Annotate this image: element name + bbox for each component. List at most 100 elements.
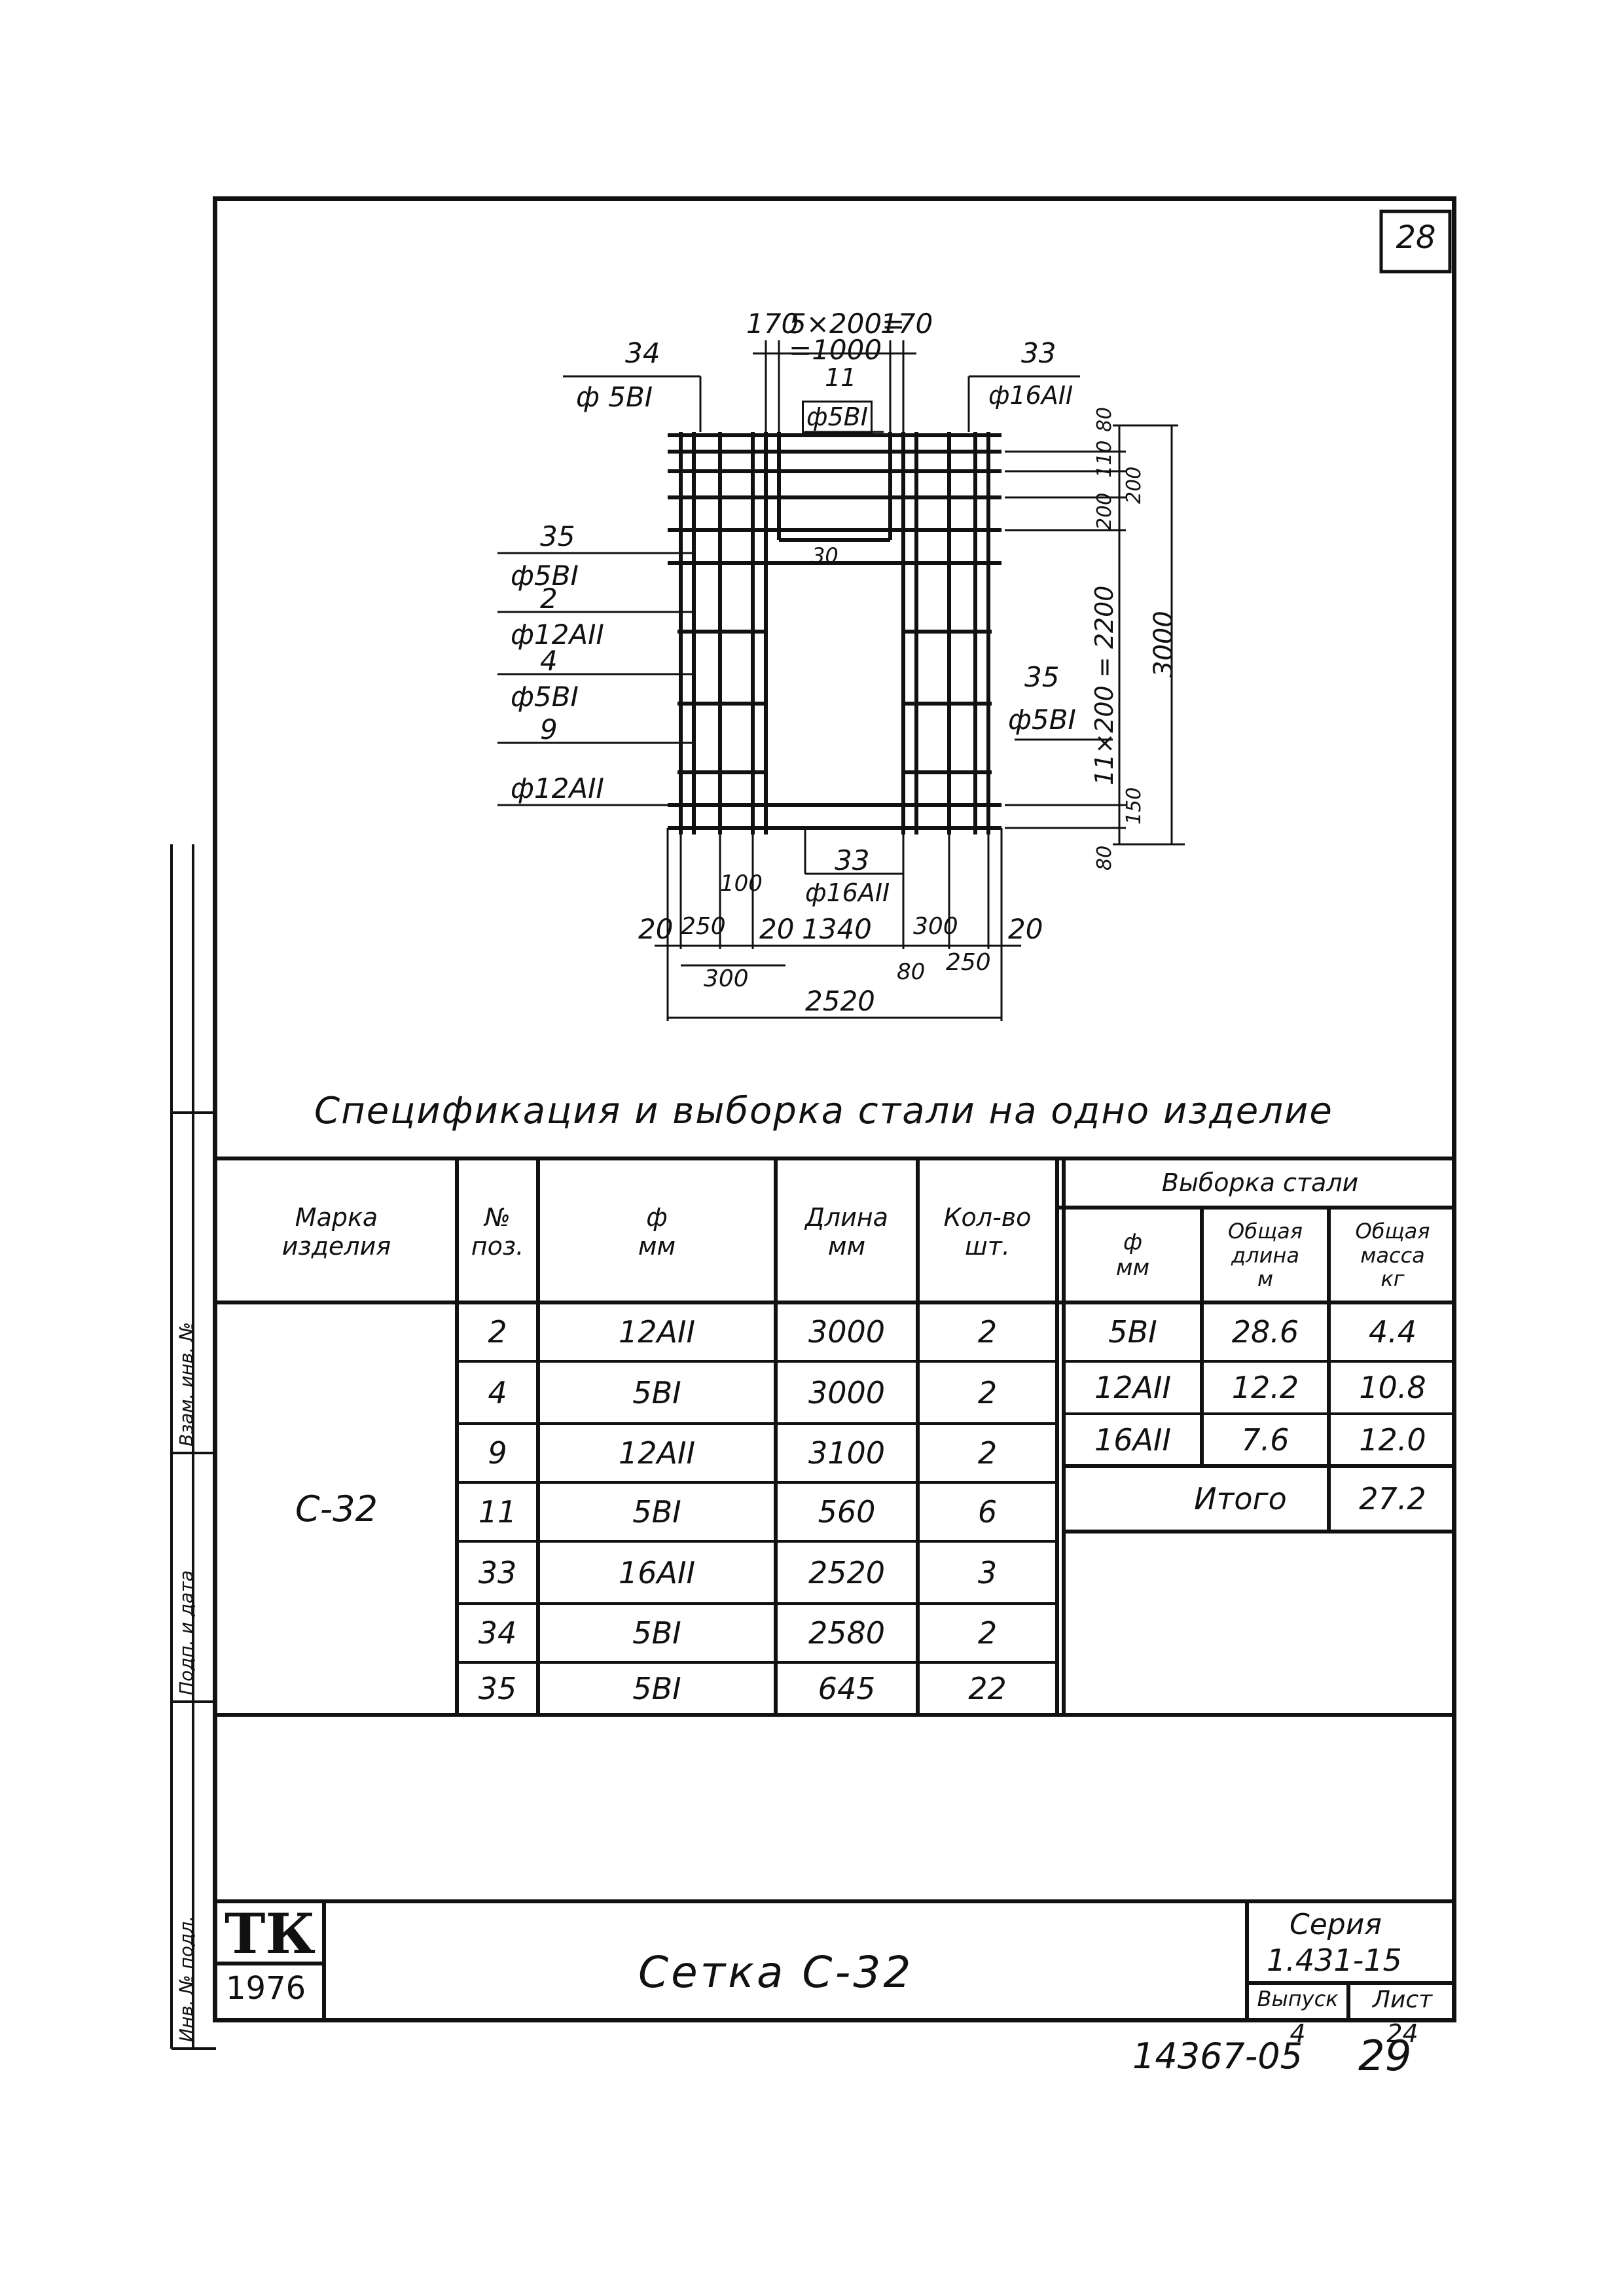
- row-dia: 5ВI: [632, 1615, 681, 1651]
- row-qty: 2: [977, 1615, 998, 1651]
- dim-right-200b: 200: [1123, 466, 1146, 504]
- sel-dia: 12АII: [1094, 1370, 1172, 1405]
- sel-mass: 12.0: [1359, 1422, 1426, 1458]
- header-pos: № поз.: [471, 1202, 524, 1261]
- row-length: 560: [818, 1494, 876, 1530]
- sel-length: 7.6: [1241, 1422, 1290, 1458]
- row-length: 3100: [808, 1435, 886, 1471]
- dim-bot-2520: 2520: [805, 985, 875, 1017]
- dim-top-right: 170: [880, 308, 933, 340]
- side-stamp-inventory: Инв. № подл.: [175, 1915, 197, 2042]
- label-pos-11: 11: [825, 363, 857, 392]
- sel-dia: 5ВI: [1108, 1314, 1157, 1350]
- sel-mass: 10.8: [1359, 1370, 1426, 1405]
- header-dia: ф мм: [638, 1202, 676, 1261]
- dim-right-3000: 3000: [1149, 611, 1179, 677]
- row-pos: 11: [478, 1494, 517, 1530]
- row-length: 2580: [808, 1615, 886, 1651]
- year: 1976: [226, 1970, 306, 2007]
- dim-right-200a: 200: [1093, 492, 1116, 530]
- label-pos-33-bot: 33: [835, 844, 870, 876]
- label-pos-35-right-bar: ф5ВI: [1008, 704, 1076, 736]
- dim-top-mid: 5×200=: [789, 308, 905, 340]
- dim-right-main: 11×200 = 2200: [1090, 585, 1119, 785]
- row-dia: 12АII: [618, 1435, 696, 1471]
- row-pos: 33: [478, 1554, 517, 1590]
- row-qty: 3: [977, 1554, 998, 1590]
- label-pos-9: 9: [540, 713, 558, 745]
- header-qty: Кол-во шт.: [943, 1202, 1032, 1261]
- row-pos: 35: [478, 1671, 517, 1706]
- series-value: 1.431-15: [1267, 1943, 1402, 1978]
- issue-label: Выпуск: [1257, 1986, 1339, 2011]
- dim-bot-100: 100: [720, 870, 763, 897]
- label-pos-35-right: 35: [1024, 661, 1060, 693]
- dim-bot-250a: 250: [681, 913, 726, 940]
- label-d30: 30: [812, 543, 839, 568]
- side-stamp-signature: Подп. и дата: [175, 1570, 197, 1695]
- label-pos-35-left-bar: ф5ВI: [511, 560, 579, 592]
- dim-right-80-bot: 80: [1093, 845, 1116, 870]
- label-pos-4: 4: [540, 645, 558, 677]
- header-length: Длина мм: [805, 1202, 888, 1261]
- dim-right-80-top: 80: [1093, 406, 1116, 432]
- sheet-number: 28: [1396, 219, 1436, 256]
- spec-title: Спецификация и выборка стали на одно изд…: [314, 1090, 1333, 1132]
- dim-bot-80: 80: [897, 959, 926, 985]
- sel-length: 28.6: [1231, 1314, 1299, 1350]
- total-label: Итого: [1194, 1481, 1287, 1516]
- footer-page: 29: [1358, 2032, 1412, 2081]
- dim-top-left: 170: [746, 308, 799, 340]
- dim-right-150: 150: [1123, 787, 1146, 825]
- row-dia: 12АII: [618, 1314, 696, 1350]
- row-qty: 2: [977, 1314, 998, 1350]
- sel-dia: 16АII: [1094, 1422, 1172, 1458]
- dim-top-sum: =1000: [789, 334, 882, 366]
- row-pos: 9: [488, 1435, 507, 1471]
- row-dia: 5ВI: [632, 1494, 681, 1530]
- row-qty: 22: [968, 1671, 1007, 1706]
- label-pos-2-bar: ф12АII: [511, 619, 604, 651]
- label-pos-33-top-bar: ф16АII: [988, 381, 1074, 410]
- label-pos-4-bar: ф5ВI: [511, 681, 579, 713]
- dim-bot-250b: 250: [946, 949, 991, 976]
- row-dia: 16АII: [618, 1554, 696, 1590]
- issue-value: 4: [1290, 2019, 1306, 2048]
- label-pos-9-bar: ф12АII: [511, 772, 604, 804]
- header-sel-dia: ф мм: [1115, 1229, 1150, 1281]
- row-length: 2520: [808, 1554, 886, 1590]
- drawing-title: Сетка С-32: [638, 1947, 914, 1998]
- footer-code: 14367-05: [1132, 2036, 1303, 2077]
- dim-right-110: 110: [1093, 440, 1116, 478]
- label-pos-34-bar: ф 5ВI: [576, 381, 653, 413]
- header-selection: Выборка стали: [1161, 1168, 1359, 1198]
- label-pos-33-top: 33: [1021, 337, 1056, 369]
- row-dia: 5ВI: [632, 1374, 681, 1410]
- dim-bot-20b: 20: [759, 913, 795, 945]
- sheet-value: 24: [1386, 2019, 1418, 2048]
- row-pos: 4: [488, 1374, 507, 1410]
- row-qty: 2: [977, 1435, 998, 1471]
- label-pos-34: 34: [625, 337, 660, 369]
- dim-bot-300a: 300: [704, 965, 749, 992]
- dim-bot-20a: 20: [638, 913, 674, 945]
- logo: ТК: [225, 1901, 316, 1966]
- product-mark: С-32: [295, 1488, 378, 1530]
- header-sel-length: Общая длина м: [1228, 1218, 1303, 1292]
- sel-length: 12.2: [1231, 1370, 1299, 1405]
- label-pos-11-bar: ф5ВI: [802, 401, 873, 433]
- row-length: 645: [818, 1671, 876, 1706]
- dim-bot-300b: 300: [913, 913, 958, 940]
- header-mark: Марка изделия: [281, 1202, 391, 1261]
- dim-bot-1340: 1340: [802, 913, 872, 945]
- row-pos: 2: [488, 1314, 507, 1350]
- row-pos: 34: [478, 1615, 517, 1651]
- total-mass: 27.2: [1359, 1481, 1426, 1516]
- sheet-frame: [213, 196, 1456, 2022]
- dim-bot-20c: 20: [1008, 913, 1043, 945]
- header-sel-mass: Общая масса кг: [1355, 1218, 1430, 1292]
- row-length: 3000: [808, 1374, 886, 1410]
- row-qty: 2: [977, 1374, 998, 1410]
- sel-mass: 4.4: [1368, 1314, 1417, 1350]
